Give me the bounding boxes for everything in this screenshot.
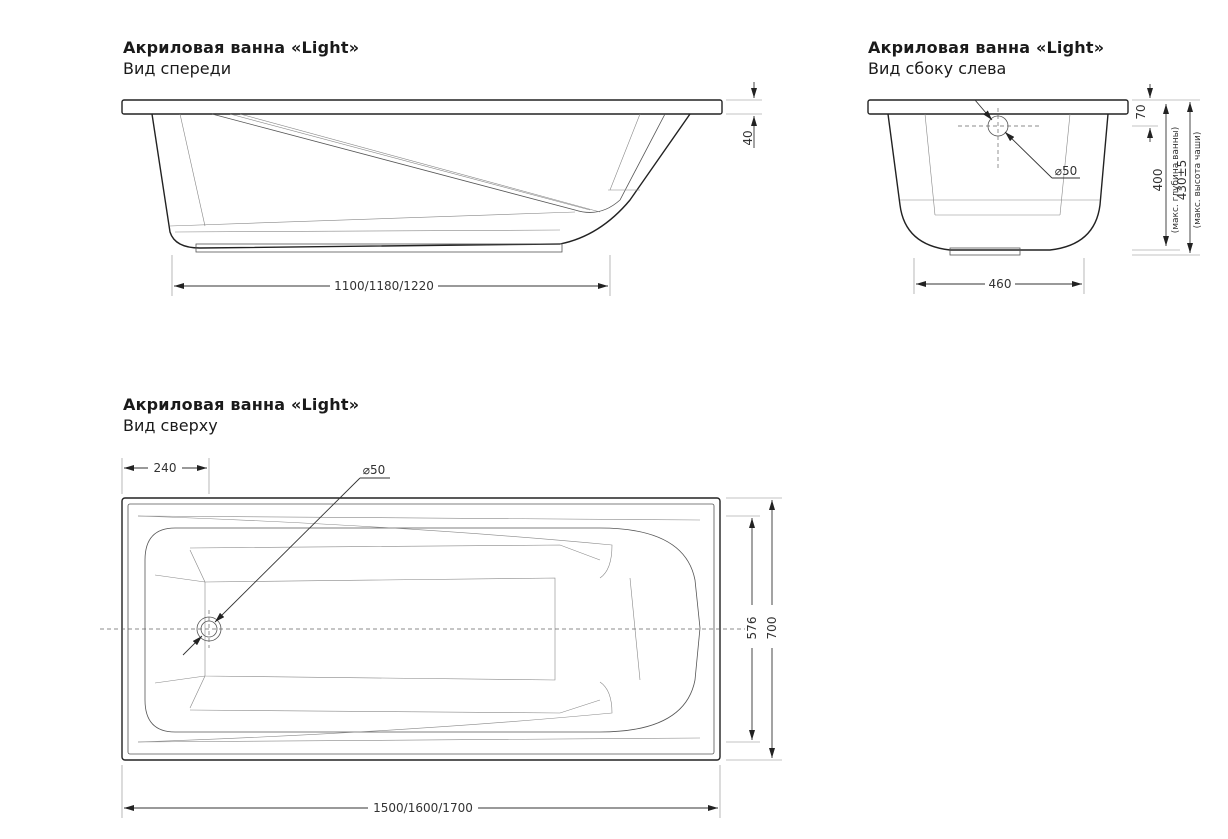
side-rim-label: 70 <box>1134 104 1148 119</box>
front-view-title: Акриловая ванна «Light» <box>123 38 360 57</box>
side-drain-label: ⌀50 <box>1055 164 1078 178</box>
side-view-subtitle: Вид сбоку слева <box>868 59 1007 78</box>
top-outer-rim <box>121 497 721 761</box>
side-view-drawing: ⌀50 460 70 400 (макс. глубина ванны) 430… <box>867 84 1203 294</box>
top-view-drawing: ⌀50 240 576 700 1500/1600/1700 <box>100 458 782 818</box>
top-drain-label: ⌀50 <box>363 463 386 477</box>
top-drain-offset-label: 240 <box>154 461 177 475</box>
side-depth-note: (макс. глубина ванны) <box>1171 127 1181 234</box>
side-rim <box>867 99 1129 115</box>
side-height-note: (макс. высота чаши) <box>1193 132 1203 229</box>
top-view-subtitle: Вид сверху <box>123 416 218 435</box>
side-view-title: Акриловая ванна «Light» <box>868 38 1105 57</box>
side-depth-label: 400 <box>1151 169 1165 192</box>
front-body <box>151 113 691 249</box>
front-view-drawing: 1100/1180/1220 40 <box>121 82 762 296</box>
front-rim-label: 40 <box>741 130 755 145</box>
front-rim <box>121 99 723 115</box>
side-height-label: 430±5 <box>1175 160 1189 201</box>
top-inner-bowl <box>144 527 701 733</box>
front-view-subtitle: Вид спереди <box>123 59 232 78</box>
side-width-label: 460 <box>989 277 1012 291</box>
top-length-label: 1500/1600/1700 <box>373 801 473 815</box>
top-view-title: Акриловая ванна «Light» <box>123 395 360 414</box>
front-length-label: 1100/1180/1220 <box>334 279 434 293</box>
side-body <box>887 113 1109 251</box>
top-inner-width-label: 576 <box>745 617 759 640</box>
front-base <box>195 243 563 253</box>
top-outer-width-label: 700 <box>765 617 779 640</box>
